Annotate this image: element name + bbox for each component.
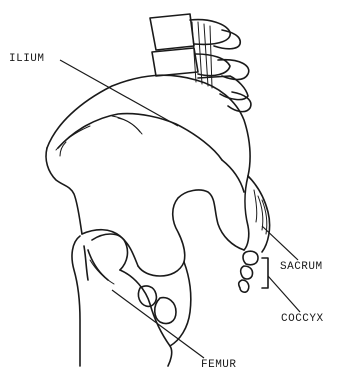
label-ilium: ILIUM (9, 53, 45, 65)
label-femur: FEMUR (201, 359, 237, 371)
label-sacrum: SACRUM (280, 261, 323, 273)
ilium-bone (46, 75, 250, 234)
leader-ilium (60, 60, 178, 126)
ischium-region (82, 190, 244, 346)
leader-lines (60, 60, 300, 358)
sacrum-bone (222, 160, 270, 252)
lumbar-vertebrae (150, 14, 251, 112)
label-coccyx: COCCYX (281, 313, 324, 325)
coccyx-bone (239, 251, 268, 292)
leader-coccyx (268, 276, 300, 312)
